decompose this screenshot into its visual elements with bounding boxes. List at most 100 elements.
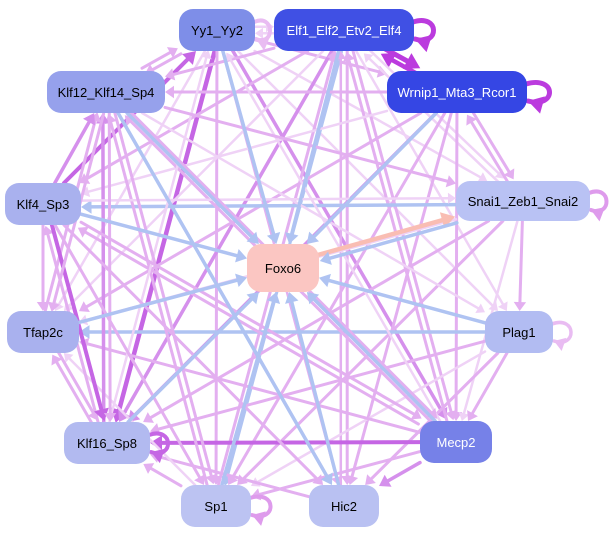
edge: [205, 473, 218, 485]
edge: [230, 47, 446, 416]
node-Hic2[interactable]: Hic2: [309, 485, 379, 527]
edge: [309, 294, 437, 423]
edge: [53, 357, 94, 426]
edge: [225, 52, 236, 63]
node-Mecp2[interactable]: Mecp2: [420, 421, 492, 463]
edge: [101, 117, 106, 424]
edge: [475, 303, 485, 313]
edge: [312, 474, 324, 485]
edge: [380, 53, 397, 68]
edge: [125, 111, 257, 242]
edge: [79, 301, 90, 312]
edge: [402, 53, 421, 69]
edge: [470, 109, 513, 177]
edge: [153, 454, 311, 499]
edge: [382, 460, 422, 485]
edge: [468, 117, 510, 185]
edge: [200, 50, 212, 60]
edge: [77, 277, 243, 325]
edge: [143, 463, 155, 474]
edge: [346, 474, 359, 485]
node-Foxo6[interactable]: Foxo6: [247, 244, 319, 292]
node-Elf1_Elf2_Etv2_Elf4[interactable]: Elf1_Elf2_Etv2_Elf4: [274, 9, 414, 51]
edge: [319, 251, 332, 265]
edge: [47, 301, 60, 312]
edge: [83, 113, 96, 126]
edge: [320, 472, 333, 485]
edge: [449, 411, 463, 421]
node-Sp1[interactable]: Sp1: [181, 485, 251, 527]
edge: [503, 168, 515, 180]
edge: [363, 53, 374, 63]
edge: [56, 349, 97, 418]
node-Yy1_Yy2[interactable]: Yy1_Yy2: [179, 9, 255, 51]
edge: [82, 111, 423, 310]
edge: [469, 351, 509, 418]
edge: [113, 110, 214, 481]
edge: [214, 49, 219, 482]
edge: [255, 27, 263, 39]
edge: [458, 411, 470, 421]
edge: [410, 408, 422, 420]
edge: [365, 474, 376, 485]
node-Snai1_Zeb1_Snai2[interactable]: Snai1_Zeb1_Snai2: [456, 181, 590, 221]
edge: [323, 277, 487, 325]
edge: [467, 410, 478, 421]
edge: [498, 301, 508, 311]
edge: [235, 273, 247, 287]
edge: [81, 199, 92, 214]
node-Wrnip1_Mta3_Rcor1[interactable]: Wrnip1_Mta3_Rcor1: [387, 71, 527, 113]
edge: [79, 325, 90, 339]
edge: [143, 412, 154, 423]
node-Klf12_Klf14_Sp4[interactable]: Klf12_Klf14_Sp4: [47, 71, 165, 113]
edge: [168, 46, 276, 77]
edge: [120, 49, 334, 419]
edge: [84, 109, 389, 194]
edge: [116, 111, 331, 482]
edge: [266, 232, 281, 244]
edge: [309, 111, 438, 242]
edge: [103, 412, 117, 422]
edge: [354, 49, 506, 309]
edge: [94, 407, 109, 422]
edge: [126, 294, 257, 424]
edge: [140, 49, 175, 70]
edge: [342, 51, 355, 63]
edge: [256, 36, 271, 51]
edge: [379, 474, 392, 487]
edge: [221, 49, 277, 240]
edge: [288, 49, 341, 240]
edge: [246, 292, 259, 305]
node-Plag1[interactable]: Plag1: [485, 311, 553, 353]
edge: [146, 465, 183, 488]
edge: [163, 105, 453, 184]
edge: [115, 49, 217, 418]
edge: [79, 196, 453, 202]
edge: [227, 55, 443, 424]
edge: [246, 231, 259, 244]
edge: [82, 341, 422, 434]
edge: [107, 111, 112, 419]
edge: [454, 111, 459, 418]
node-Tfap2c[interactable]: Tfap2c: [7, 311, 79, 353]
edge: [513, 301, 527, 311]
edge: [63, 353, 74, 363]
edge: [220, 296, 277, 487]
edge: [477, 172, 488, 182]
edge: [53, 223, 203, 482]
edge: [285, 232, 299, 244]
edge: [77, 226, 89, 238]
edge: [447, 192, 456, 204]
edge: [439, 212, 456, 229]
edge: [466, 114, 477, 126]
node-Klf16_Sp8[interactable]: Klf16_Sp8: [64, 422, 150, 464]
edge: [591, 207, 605, 222]
edge: [319, 273, 331, 288]
edge: [36, 302, 50, 311]
edge: [153, 339, 487, 432]
edge: [148, 52, 183, 73]
edge: [79, 212, 243, 259]
edge: [62, 223, 321, 483]
node-Klf4_Sp3[interactable]: Klf4_Sp3: [5, 183, 81, 225]
edge: [54, 301, 64, 311]
